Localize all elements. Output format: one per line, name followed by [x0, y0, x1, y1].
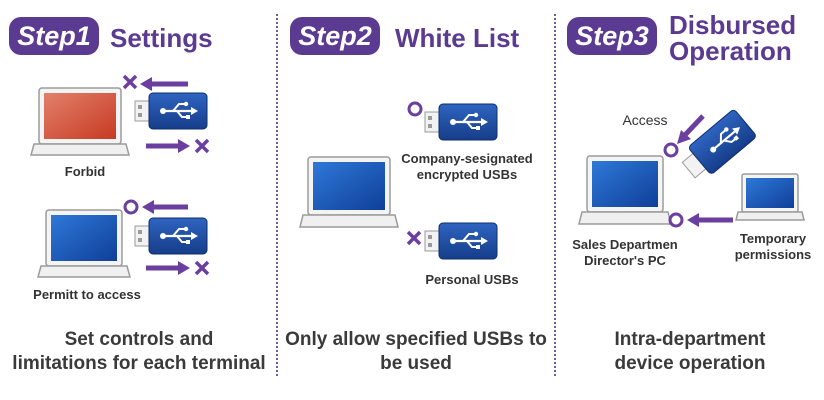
access-label: Access: [622, 112, 668, 128]
laptop-red-icon: [30, 87, 130, 156]
usb-drive-icon: [135, 218, 207, 254]
step2-illustration: [299, 101, 554, 400]
usb-drive-icon: [681, 109, 756, 179]
blocked-out-arrow-icon: [146, 138, 210, 154]
permit-label: Permitt to access: [33, 287, 141, 302]
personal-usb-label: Personal USBs: [425, 272, 519, 287]
access-arrow-icon: [663, 114, 705, 158]
step3-panel: Step3 Disbursed Operation: [555, 0, 824, 400]
temp-permission-label: Temporary permissions: [734, 231, 812, 262]
approved-usb-icon: [407, 101, 497, 140]
step3-title: Disbursed Operation: [669, 10, 797, 66]
step1-title: Settings: [110, 23, 213, 53]
forbid-label: Forbid: [64, 164, 106, 179]
pc-label: Sales Departmen Director's PC: [572, 237, 678, 268]
laptop-blue-icon: [578, 155, 672, 225]
rejected-usb-icon: [406, 223, 497, 259]
step2-title: White List: [395, 23, 520, 53]
step1-panel: Step1 Settings: [0, 0, 276, 400]
laptop-small-icon: [735, 173, 805, 221]
permission-arrow-icon: [668, 212, 733, 228]
step2-caption: Only allow specified USBs to be used: [285, 329, 547, 374]
laptop-blue-icon: [37, 209, 131, 278]
company-usb-label: Company-sesignated encrypted USBs: [401, 151, 533, 182]
step2-panel: Step2 White List Company-sesignated encr…: [277, 0, 554, 400]
step1-illustration: [30, 74, 210, 278]
blocked-out-arrow-icon: [146, 260, 210, 276]
step2-badge: Step2: [290, 17, 380, 55]
divider-1: [276, 14, 278, 376]
usb-drive-icon: [135, 93, 207, 129]
allowed-in-arrow-icon: [123, 199, 188, 215]
divider-2: [554, 14, 556, 376]
step3-illustration: [578, 109, 805, 228]
step3-caption: Intra-department device operation: [614, 329, 766, 374]
blocked-in-arrow-icon: [122, 74, 188, 91]
step1-badge: Step1: [9, 17, 99, 55]
step1-caption: Set controls and limitations for each te…: [12, 329, 266, 374]
laptop-blue-icon: [299, 156, 399, 228]
step3-badge: Step3: [567, 17, 657, 55]
